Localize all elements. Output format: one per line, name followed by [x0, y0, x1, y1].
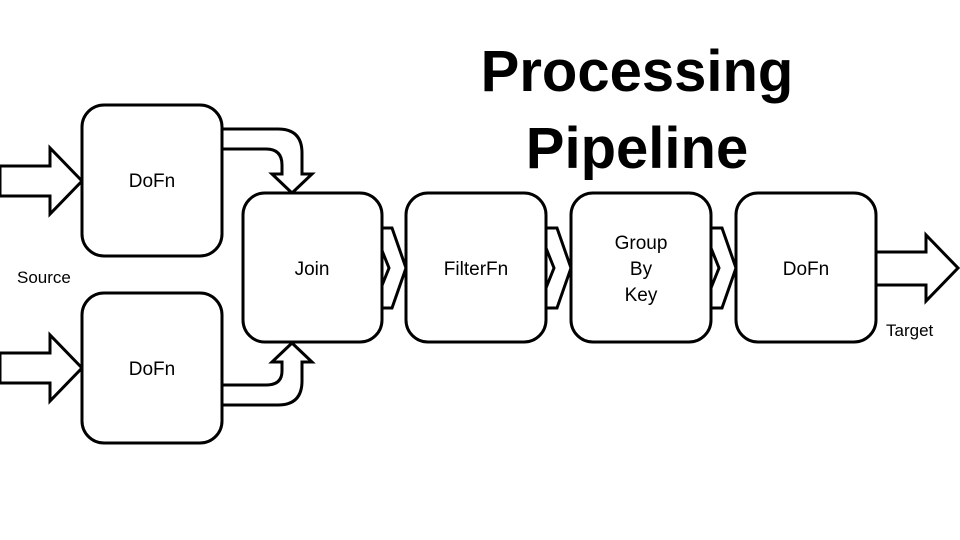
dofn-bottom-box — [80, 291, 224, 445]
filterfn-label: FilterFn — [444, 259, 508, 280]
filterfn-box — [404, 191, 548, 344]
join-box — [241, 191, 384, 344]
dofn-final-label: DoFn — [783, 259, 829, 280]
group-by-key-box — [569, 191, 713, 344]
connector-join-filter — [379, 226, 408, 310]
connector-filter-group — [544, 226, 573, 310]
group-label-line-3: Key — [625, 285, 658, 306]
connector-group-dofn — [709, 226, 738, 310]
target-arrow — [874, 231, 960, 305]
dofn-top-box — [80, 103, 224, 258]
curved-arrow-bottom-to-join — [220, 340, 316, 407]
title-line-1: Processing — [481, 39, 794, 104]
dofn-final-box — [734, 191, 878, 344]
join-label: Join — [295, 259, 330, 280]
group-label-line-1: Group — [615, 233, 668, 254]
target-label: Target — [886, 321, 934, 340]
dofn-top-label: DoFn — [129, 171, 175, 192]
source-arrow-bottom — [0, 331, 85, 405]
source-arrow-top — [0, 144, 85, 218]
source-label: Source — [17, 268, 71, 287]
group-label-line-2: By — [630, 259, 653, 280]
curved-arrow-top-to-join — [220, 127, 316, 196]
dofn-bottom-label: DoFn — [129, 359, 175, 380]
title-line-2: Pipeline — [526, 116, 748, 181]
